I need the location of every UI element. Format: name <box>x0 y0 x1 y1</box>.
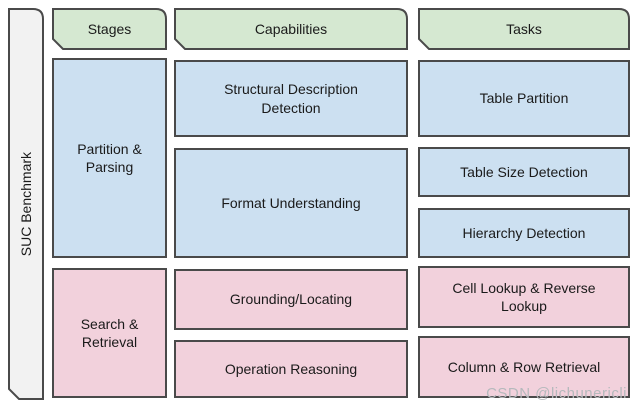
card-shape <box>174 8 408 50</box>
sidebar-label: SUC Benchmark <box>17 151 34 257</box>
capability-box-format-understanding: Format Understanding <box>174 148 408 258</box>
stage-box-partition-parsing: Partition & Parsing <box>52 58 167 258</box>
card-shape <box>52 8 167 50</box>
header-capabilities: Capabilities <box>174 8 408 50</box>
task-box-table-size-detection: Table Size Detection <box>418 147 630 197</box>
header-capabilities-label: Capabilities <box>254 20 328 37</box>
header-tasks: Tasks <box>418 8 630 50</box>
task-label: Table Size Detection <box>460 163 588 180</box>
sidebar-label-wrap: SUC Benchmark <box>8 8 44 400</box>
capability-label: Operation Reasoning <box>224 360 358 377</box>
task-box-table-partition: Table Partition <box>418 60 630 137</box>
header-stages: Stages <box>52 8 167 50</box>
stage-label: Search & Retrieval <box>80 315 139 350</box>
capability-box-operation-reasoning: Operation Reasoning <box>174 340 408 398</box>
task-box-column-row-retrieval: Column & Row Retrieval <box>418 336 630 398</box>
stage-box-search-retrieval: Search & Retrieval <box>52 268 167 398</box>
task-label: Hierarchy Detection <box>462 224 586 241</box>
task-label: Cell Lookup & Reverse Lookup <box>452 279 596 314</box>
sidebar-banner: SUC Benchmark <box>8 8 44 400</box>
capability-box-grounding-locating: Grounding/Locating <box>174 269 408 330</box>
task-box-cell-lookup-reverse-lookup: Cell Lookup & Reverse Lookup <box>418 266 630 328</box>
card-shape <box>418 8 630 50</box>
capability-label: Grounding/Locating <box>229 291 353 308</box>
capability-box-structural-description-detection: Structural Description Detection <box>174 60 408 137</box>
watermark-text: CSDN @lichunericli <box>486 385 627 402</box>
capability-label: Format Understanding <box>221 194 361 211</box>
task-label: Column & Row Retrieval <box>447 358 601 375</box>
task-box-hierarchy-detection: Hierarchy Detection <box>418 208 630 258</box>
header-tasks-label: Tasks <box>506 20 542 37</box>
task-label: Table Partition <box>479 90 569 107</box>
card-shape <box>8 8 44 400</box>
header-stages-label: Stages <box>87 20 132 37</box>
capability-label: Structural Description Detection <box>224 81 358 116</box>
stage-label: Partition & Parsing <box>77 140 142 175</box>
